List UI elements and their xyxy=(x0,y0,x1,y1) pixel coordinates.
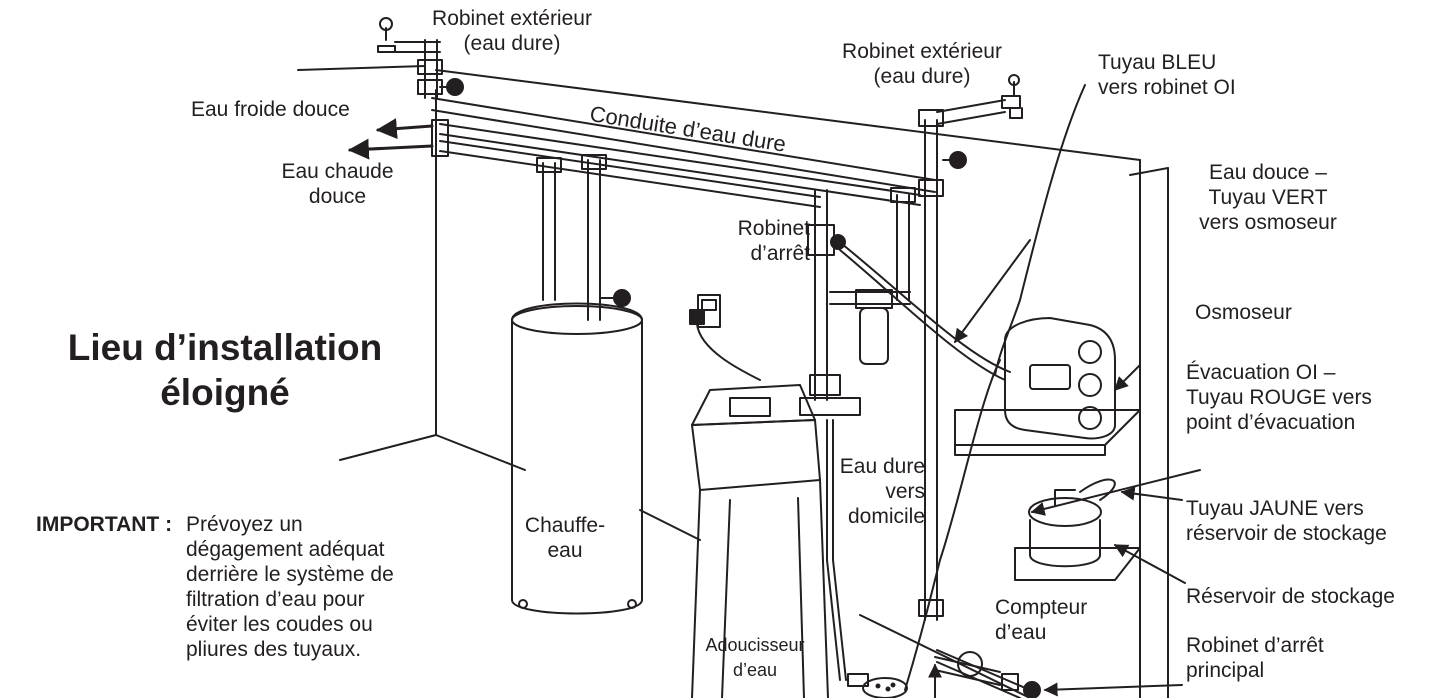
label-line: point d’évacuation xyxy=(1186,411,1356,434)
label-line: Tuyau JAUNE vers xyxy=(1186,497,1364,520)
storage-tank-label: Réservoir de stockage xyxy=(1186,585,1395,608)
soft-cold-label: Eau froide douce xyxy=(191,98,350,121)
red-drain-tube xyxy=(904,359,1001,691)
note-line: derrière le système de xyxy=(186,563,394,586)
label-line: vers robinet OI xyxy=(1098,76,1236,99)
water-softener-drawing xyxy=(691,384,829,698)
label-line: Évacuation OI – xyxy=(1186,361,1336,384)
storage-tank-drawing xyxy=(1014,478,1141,581)
label-line: Chauffe- xyxy=(524,514,606,537)
label-line: douce xyxy=(308,185,367,208)
label-line: Adoucisseur xyxy=(705,635,805,655)
soft-hot-label: Eau chaude douce xyxy=(265,159,410,209)
label-line: eau xyxy=(547,539,583,562)
hard-water-pipe xyxy=(394,39,1031,698)
outdoor-faucet-left-drawing xyxy=(377,17,464,96)
note-line: Prévoyez un xyxy=(186,513,303,536)
sediment-filter xyxy=(829,289,911,365)
blue-tube-label: Tuyau BLEU vers robinet OI xyxy=(1098,50,1236,100)
note-line: dégagement adéquat xyxy=(186,538,385,561)
ro-unit-label: Osmoseur xyxy=(1195,301,1292,324)
ro-unit-drawing xyxy=(1004,317,1116,440)
label-line: d’eau xyxy=(995,621,1047,644)
label-line: Tuyau BLEU xyxy=(1098,51,1217,74)
label-line: (eau dure) xyxy=(463,32,561,55)
label-line: principal xyxy=(1186,659,1265,682)
label-line: Compteur xyxy=(995,596,1088,619)
label-line: Robinet extérieur xyxy=(432,7,592,30)
note-line: éviter les coudes ou xyxy=(186,613,373,636)
soft-cold-arrow xyxy=(375,118,434,140)
ro-drain-red-label: Évacuation OI – Tuyau ROUGE vers point d… xyxy=(1186,360,1372,435)
label-line: Eau dure xyxy=(839,455,925,478)
callout-arrows xyxy=(928,239,1201,698)
label-line: Robinet xyxy=(737,217,810,240)
electrical-outlet xyxy=(689,294,761,381)
water-heater-drawing xyxy=(511,302,643,615)
label-line: vers osmoseur xyxy=(1199,211,1337,234)
main-shutoff-label: Robinet d’arrêt principal xyxy=(1186,633,1324,683)
label-line: Tuyau VERT xyxy=(1208,186,1328,209)
label-line: réservoir de stockage xyxy=(1186,522,1387,545)
floor-drain xyxy=(847,673,908,698)
soft-water-pipes xyxy=(431,119,921,321)
hard-to-home-label: Eau dure vers domicile xyxy=(800,454,925,529)
water-meter-drawing xyxy=(934,651,1041,698)
soft-water-green-label: Eau douce – Tuyau VERT vers osmoseur xyxy=(1168,160,1368,235)
label-line: d’arrêt xyxy=(750,242,810,265)
label-line: Robinet extérieur xyxy=(842,40,1002,63)
title-line: Lieu d’installation xyxy=(67,327,383,368)
ro-shelf xyxy=(954,409,1141,456)
important-label: IMPORTANT : xyxy=(36,513,173,536)
bypass-valve xyxy=(799,189,1011,681)
shutoff-valve-label: Robinet d’arrêt xyxy=(710,216,810,266)
yellow-tube-label: Tuyau JAUNE vers réservoir de stockage xyxy=(1186,496,1387,546)
page-title: Lieu d’installation éloigné xyxy=(40,325,410,415)
label-line: d’eau xyxy=(732,660,778,680)
note-line: filtration d’eau pour xyxy=(186,588,365,611)
outdoor-faucet-left-label: Robinet extérieur (eau dure) xyxy=(418,6,606,56)
label-line: vers xyxy=(885,480,925,503)
water-heater-label: Chauffe- eau xyxy=(510,513,620,563)
label-line: Robinet d’arrêt xyxy=(1186,634,1324,657)
outdoor-faucet-right-label: Robinet extérieur (eau dure) xyxy=(828,39,1016,89)
label-line: domicile xyxy=(847,505,925,528)
outdoor-faucet-right-drawing xyxy=(942,74,1023,169)
title-line: éloigné xyxy=(160,372,290,413)
label-line: (eau dure) xyxy=(873,65,971,88)
label-line: Tuyau ROUGE vers xyxy=(1186,386,1372,409)
important-note: Prévoyez un dégagement adéquat derrière … xyxy=(186,512,394,662)
label-line: Eau chaude xyxy=(281,160,394,183)
soft-hot-arrow xyxy=(347,138,434,160)
note-line: pliures des tuyaux. xyxy=(186,638,362,661)
blue-tube xyxy=(994,84,1086,376)
softener-label: Adoucisseur d’eau xyxy=(690,633,820,683)
label-line: Eau douce – xyxy=(1209,161,1327,184)
water-meter-label: Compteur d’eau xyxy=(995,595,1087,645)
